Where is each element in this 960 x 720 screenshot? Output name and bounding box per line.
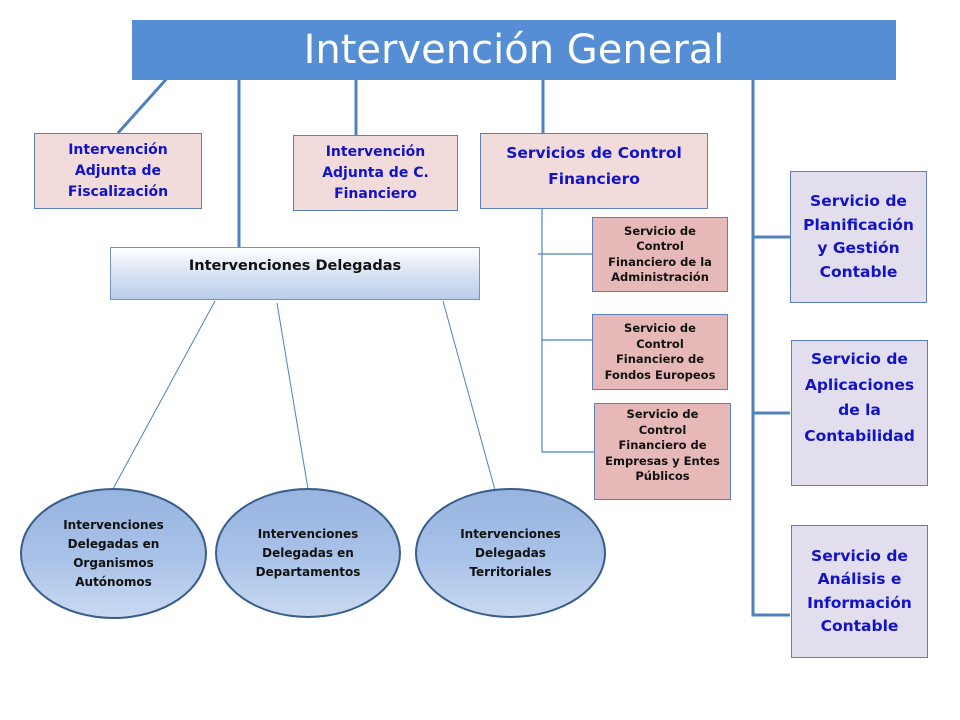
- service-cf-administracion: Servicio de Control Financiero de la Adm…: [592, 217, 728, 292]
- ellipse-label: Intervenciones Delegadas en Departamento…: [255, 526, 361, 579]
- unit-label: Intervenciones Delegadas: [188, 258, 402, 274]
- connector-contabilidad-trunk: [751, 78, 790, 617]
- unit-label: Intervención Adjunta de Fiscalización: [67, 141, 169, 200]
- service-label: Servicio de Análisis e Información Conta…: [807, 546, 912, 636]
- unit-adjunta-fiscalizacion: Intervención Adjunta de Fiscalización: [34, 133, 202, 209]
- service-cf-empresas-entes: Servicio de Control Financiero de Empres…: [594, 403, 731, 500]
- unit-intervenciones-delegadas: Intervenciones Delegadas: [110, 247, 480, 300]
- title-intervencion-general: Intervención General: [132, 20, 896, 80]
- service-label: Servicio de Control Financiero de Empres…: [605, 407, 720, 483]
- unit-adjunta-control-financiero: Intervención Adjunta de C. Financiero: [293, 135, 458, 211]
- service-aplicaciones-contabilidad: Servicio de Aplicaciones de la Contabili…: [791, 340, 928, 486]
- service-cf-fondos-europeos: Servicio de Control Financiero de Fondos…: [592, 314, 728, 390]
- service-planificacion-gestion-contable: Servicio de Planificación y Gestión Cont…: [790, 171, 927, 303]
- ellipse-departamentos: Intervenciones Delegadas en Departamento…: [215, 488, 401, 618]
- connector-ellipse-departamentos: [276, 302, 309, 490]
- title-text: Intervención General: [303, 27, 725, 73]
- service-label: Servicio de Planificación y Gestión Cont…: [803, 192, 914, 281]
- service-label: Servicio de Aplicaciones de la Contabili…: [804, 350, 915, 445]
- unit-servicios-control-financiero: Servicios de Control Financiero: [480, 133, 708, 209]
- ellipse-label: Intervenciones Delegadas Territoriales: [460, 526, 561, 579]
- service-label: Servicio de Control Financiero de Fondos…: [604, 321, 716, 382]
- service-label: Servicio de Control Financiero de la Adm…: [608, 223, 712, 285]
- ellipse-organismos-autonomos: Intervenciones Delegadas en Organismos A…: [20, 488, 207, 619]
- unit-label: Servicios de Control Financiero: [506, 144, 682, 188]
- service-analisis-informacion-contable: Servicio de Análisis e Información Conta…: [791, 525, 928, 658]
- connector-cf-trunk: [541, 209, 594, 453]
- connector-fiscalizacion: [116, 73, 172, 135]
- ellipse-label: Intervenciones Delegadas en Organismos A…: [63, 517, 164, 589]
- ellipse-territoriales: Intervenciones Delegadas Territoriales: [415, 488, 606, 618]
- connector-ellipse-territoriales: [442, 300, 496, 491]
- connector-ellipse-organismos: [112, 300, 216, 490]
- unit-label: Intervención Adjunta de C. Financiero: [322, 143, 429, 202]
